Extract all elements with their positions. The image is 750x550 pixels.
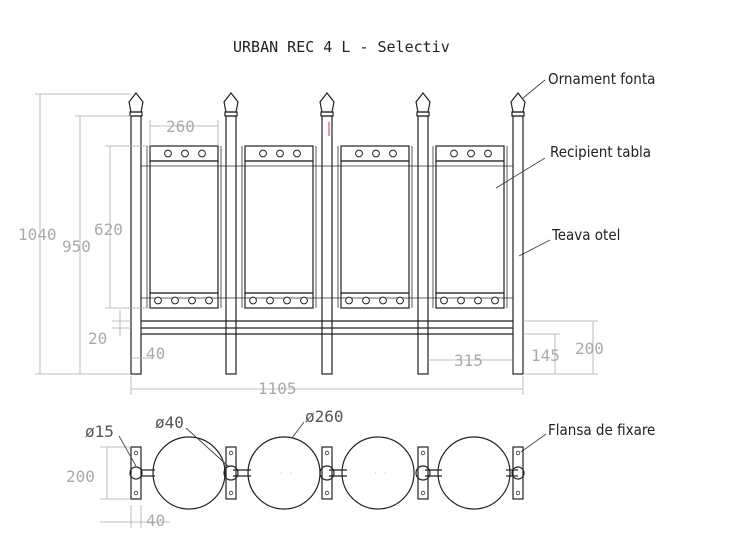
dim-height-145: 145 [531, 346, 560, 365]
post-5 [512, 115, 524, 375]
dim-spacing-315: 315 [454, 351, 483, 370]
dim-dia-40: ø40 [155, 413, 184, 432]
cast-iron-ornaments [128, 92, 526, 117]
post-4 [417, 115, 429, 375]
dim-plan-40: 40 [146, 511, 165, 530]
ornament-3 [319, 92, 335, 117]
bin-panel-3 [337, 145, 413, 309]
flange-1 [129, 446, 143, 500]
dim-post-40: 40 [146, 344, 165, 363]
dim-total-width: 1105 [258, 379, 297, 398]
post-3 [321, 115, 333, 375]
dim-width-260: 260 [166, 117, 195, 136]
steel-posts [130, 115, 524, 375]
front-dimensions: 1040 950 620 20 260 40 315 145 [18, 93, 604, 398]
callout-flansa: Flansa de fixare [548, 421, 655, 439]
plan-bin-1 [152, 436, 226, 510]
bin-panel-4 [432, 145, 508, 309]
dim-total-height: 1040 [18, 225, 57, 244]
callout-teava: Teava otel [551, 226, 620, 244]
flange-4 [415, 446, 431, 500]
plan-bin-3 [341, 436, 415, 510]
plan-flanges [129, 446, 525, 500]
ornament-1 [128, 92, 144, 117]
bin-panel-2 [241, 145, 317, 309]
plan-bin-4 [437, 436, 511, 510]
plan-view: · · · · [66, 407, 525, 530]
dim-gap-20: 20 [88, 329, 107, 348]
post-2 [225, 115, 237, 375]
plan-bins: · · · · [152, 436, 511, 510]
drawing-title: URBAN REC 4 L - Selectiv [233, 38, 450, 56]
flange-3 [319, 446, 335, 500]
dim-height-620: 620 [94, 220, 123, 239]
horizontal-rails [141, 165, 513, 335]
flange-2 [223, 446, 239, 500]
post-1 [130, 115, 142, 375]
dim-height-200: 200 [575, 339, 604, 358]
ornament-4 [415, 92, 431, 117]
plan-dimensions: 200 40 ø15 ø40 ø260 [66, 407, 344, 530]
callouts: Ornament fonta Recipient tabla Teava ote… [495, 70, 655, 453]
ornament-5 [510, 92, 526, 117]
bin-panel-1 [146, 145, 222, 309]
ornament-2 [223, 92, 239, 117]
front-elevation [128, 92, 526, 375]
callout-recipient: Recipient tabla [550, 143, 651, 161]
dim-dia-260: ø260 [305, 407, 344, 426]
svg-text:· ·: · · [373, 469, 387, 478]
dim-dia-15: ø15 [85, 422, 114, 441]
dim-plan-200: 200 [66, 467, 95, 486]
flange-5 [511, 446, 525, 500]
svg-text:· ·: · · [279, 469, 293, 478]
callout-ornament: Ornament fonta [548, 70, 655, 88]
dim-height-950: 950 [62, 237, 91, 256]
